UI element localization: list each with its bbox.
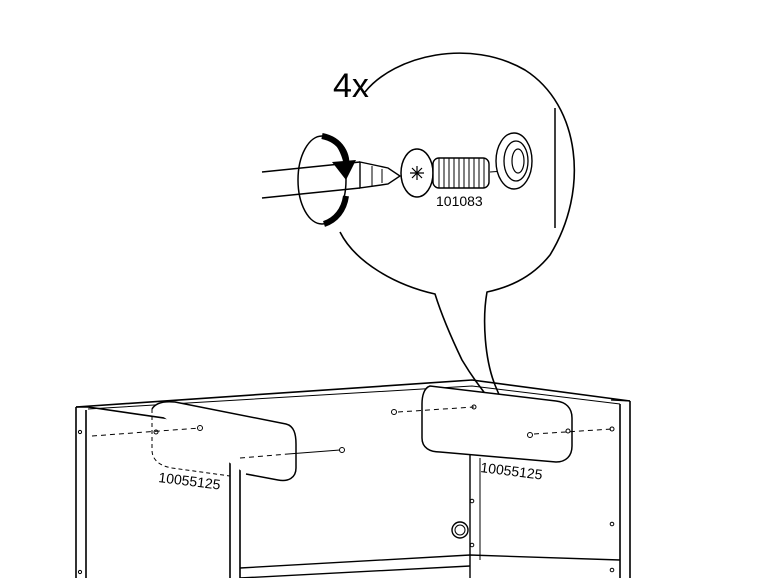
right-side-panel [619,401,631,578]
detail-callout: 4x [261,52,576,439]
rotation-arrow-icon [297,133,356,227]
screw-part-number: 101083 [436,193,483,209]
top-back-rail [75,379,631,408]
quantity-label: 4x [333,67,369,105]
phillips-screwdriver-icon [359,161,402,189]
screw-icon [400,148,519,198]
cabinet: 10055125 10055125 [75,379,631,579]
left-side-panel [75,406,88,578]
left-bracket [91,400,345,482]
bottom-shelf [239,554,621,579]
left-bracket-part-number: 10055125 [158,469,222,492]
screwdriver [261,161,402,199]
cam-hole [451,521,469,539]
right-bracket [391,385,615,463]
cam-lock-hole-icon [495,132,533,190]
right-bracket-part-number: 10055125 [480,459,544,482]
